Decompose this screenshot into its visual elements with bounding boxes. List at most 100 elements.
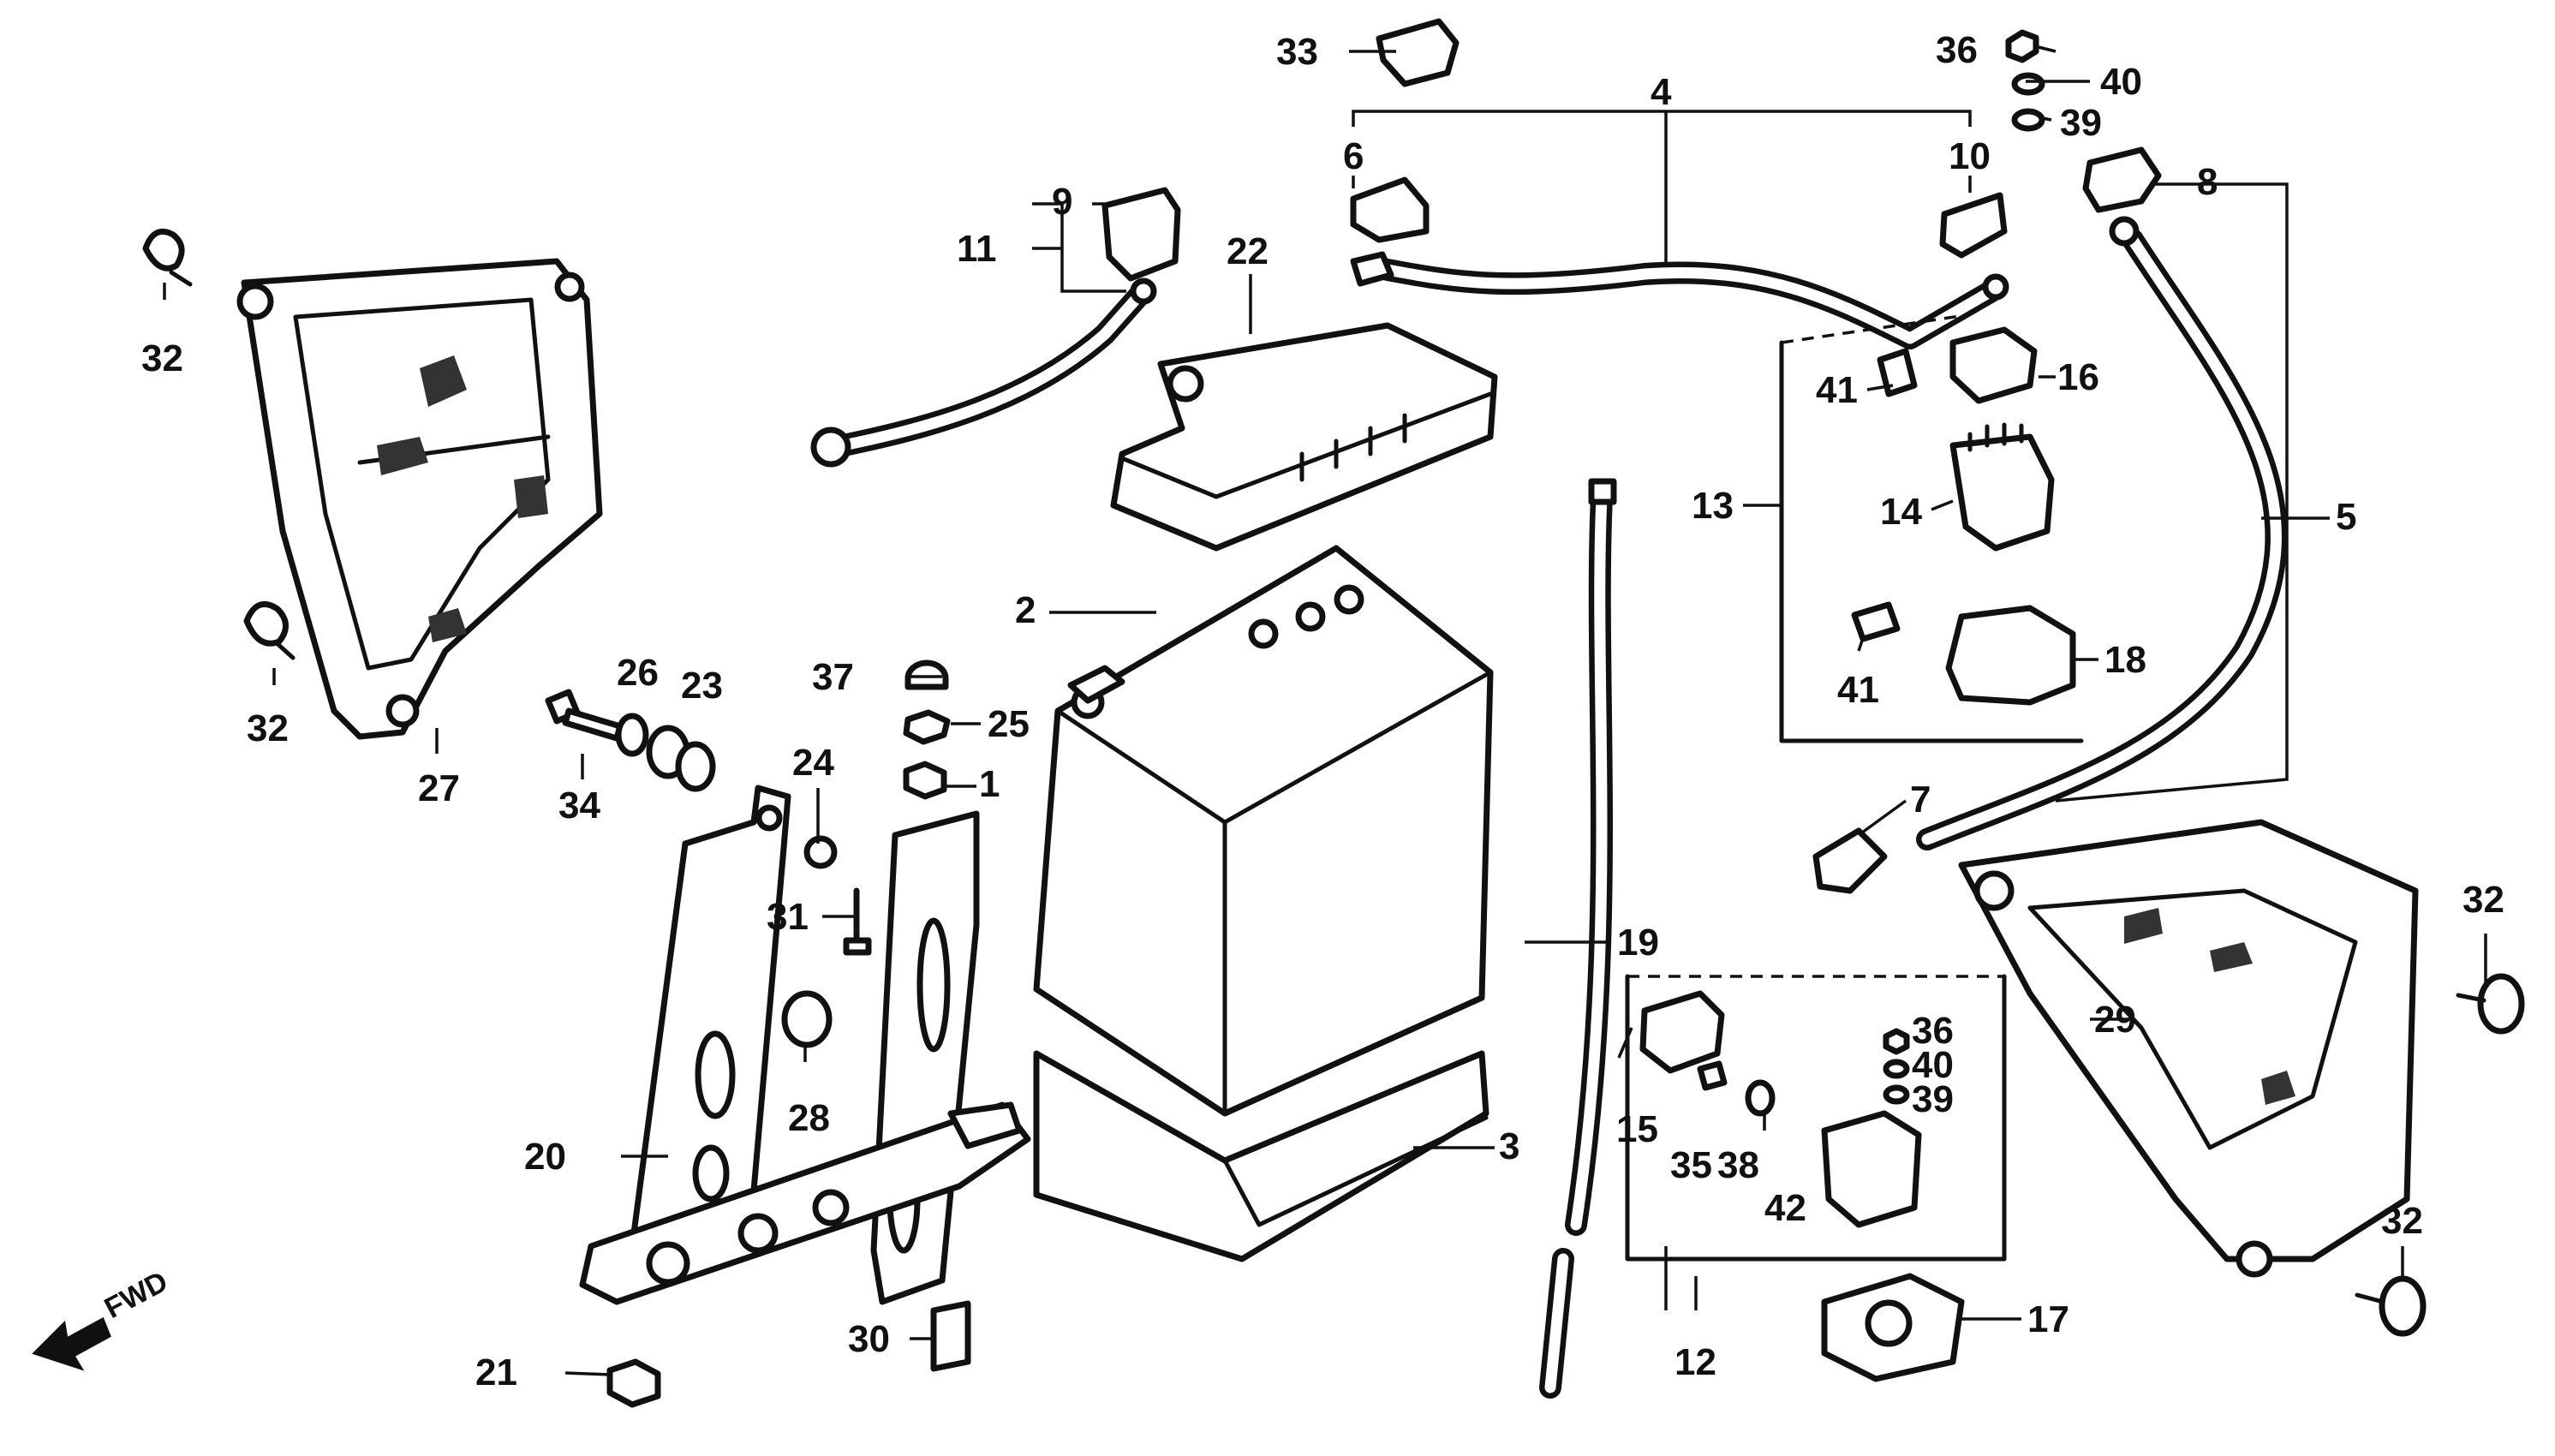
callout-37: 37 [812,656,854,698]
knob-32-top-left [142,229,193,287]
callout-16: 16 [2057,356,2099,398]
callout-labels: 1 2 3 4 5 6 7 8 9 10 11 12 13 14 15 16 1… [141,29,2504,1393]
callout-33: 33 [1276,31,1318,73]
terminal-cap-6 [1350,176,1430,243]
nut-1 [903,761,947,800]
callout-32-mid-left: 32 [247,707,289,749]
callout-6: 6 [1343,135,1364,177]
callout-26: 26 [617,652,659,694]
callout-32-right-upper: 32 [2462,879,2504,921]
callout-12: 12 [1674,1341,1716,1383]
nut-21 [606,1358,661,1408]
grommet-28 [781,990,833,1048]
callout-40-lower: 40 [1912,1044,1954,1086]
callout-21: 21 [475,1352,517,1393]
grommet-23 [646,725,716,792]
callout-24: 24 [792,742,834,784]
starter-relay-group-13 [1779,313,2084,743]
side-cover-right-29 [1958,819,2419,1278]
callout-31: 31 [767,896,809,938]
cap-nut-37 [904,659,949,690]
washer-26 [615,713,649,757]
callout-14: 14 [1880,491,1922,533]
callout-23: 23 [681,665,723,707]
battery-cover-22 [1110,322,1498,552]
callout-8: 8 [2197,161,2218,203]
callout-36-lower: 36 [1912,1010,1954,1052]
terminal-cap-8 [2082,146,2162,213]
terminal-cap-9 [1101,187,1181,282]
terminal-cap-7 [1812,827,1888,894]
battery-tray-3 [1033,1050,1489,1262]
callout-19: 19 [1617,922,1659,964]
callout-17: 17 [2027,1298,2069,1340]
battery-holder-frame [579,810,1031,1305]
clamp-33 [1376,18,1460,87]
callout-15: 15 [1616,1108,1658,1150]
washer-40-top [2011,72,2045,96]
connector-16 [1949,326,2038,404]
battery-bracket-20 [630,785,791,1237]
washer-40-lower [1883,1059,1910,1079]
callout-38: 38 [1717,1144,1759,1186]
leader-lines [163,45,2487,1376]
callout-25: 25 [988,703,1030,745]
callout-39-lower: 39 [1912,1078,1954,1120]
terminal-cap-10 [1939,192,2008,259]
forward-arrow-icon [32,1316,111,1371]
screw-31 [843,887,872,956]
callout-29: 29 [2094,999,2136,1041]
callout-32-right-lower: 32 [2381,1200,2423,1242]
positive-cable-4 [1350,251,2009,349]
callout-20: 20 [524,1136,566,1178]
knob-32-right-upper [2456,973,2525,1035]
starter-cable-5 [1916,216,2288,850]
callout-11: 11 [957,228,997,270]
cap-25 [903,709,951,745]
negative-cable-11 [810,277,1157,468]
knob-32-mid-left [243,600,295,660]
callout-30: 30 [848,1318,890,1360]
clamp-17 [1821,1273,1965,1382]
callout-27: 27 [418,767,460,809]
battery-2 [1033,545,1494,1117]
callout-28: 28 [788,1097,830,1139]
callout-35: 35 [1670,1144,1712,1186]
callout-3: 3 [1499,1125,1519,1167]
washer-39-top [2011,108,2045,132]
fuse-holder-42 [1821,1110,1922,1228]
relay-14 [1949,422,2055,552]
washer-39-lower [1883,1084,1910,1105]
nut-36-top [2005,29,2039,63]
connector-15 [1639,990,1725,1074]
fuse-holder-group-12 [1625,974,2007,1262]
callout-42: 42 [1764,1187,1806,1229]
callout-39-top: 39 [2060,102,2102,144]
callout-4: 4 [1651,71,1672,113]
callout-18: 18 [2104,639,2146,681]
callout-22: 22 [1227,230,1269,272]
callout-7: 7 [1910,779,1931,820]
callout-32-top-left: 32 [141,337,183,379]
screw-35 [1697,1060,1728,1091]
fuse-41-lower [1851,601,1901,642]
nut-36-lower [1883,1028,1910,1055]
callout-34: 34 [558,785,600,826]
callout-5: 5 [2336,496,2356,538]
plate-30 [930,1300,971,1372]
knob-32-right-lower [2355,1275,2427,1337]
callout-41-lower: 41 [1837,669,1879,711]
side-cover-left-27 [236,258,603,740]
fuse-41-upper [1877,348,1918,397]
callout-13: 13 [1692,485,1734,527]
breather-tube-19 [1539,478,1617,1399]
callout-41-upper: 41 [1816,369,1858,411]
washer-38 [1745,1079,1776,1117]
forward-direction-indicator: FWD [32,1265,173,1371]
callout-10: 10 [1949,135,1991,177]
direction-label: FWD [99,1265,173,1325]
callout-36-top: 36 [1936,29,1978,71]
bolt-34 [545,689,624,742]
callout-2: 2 [1015,589,1036,631]
